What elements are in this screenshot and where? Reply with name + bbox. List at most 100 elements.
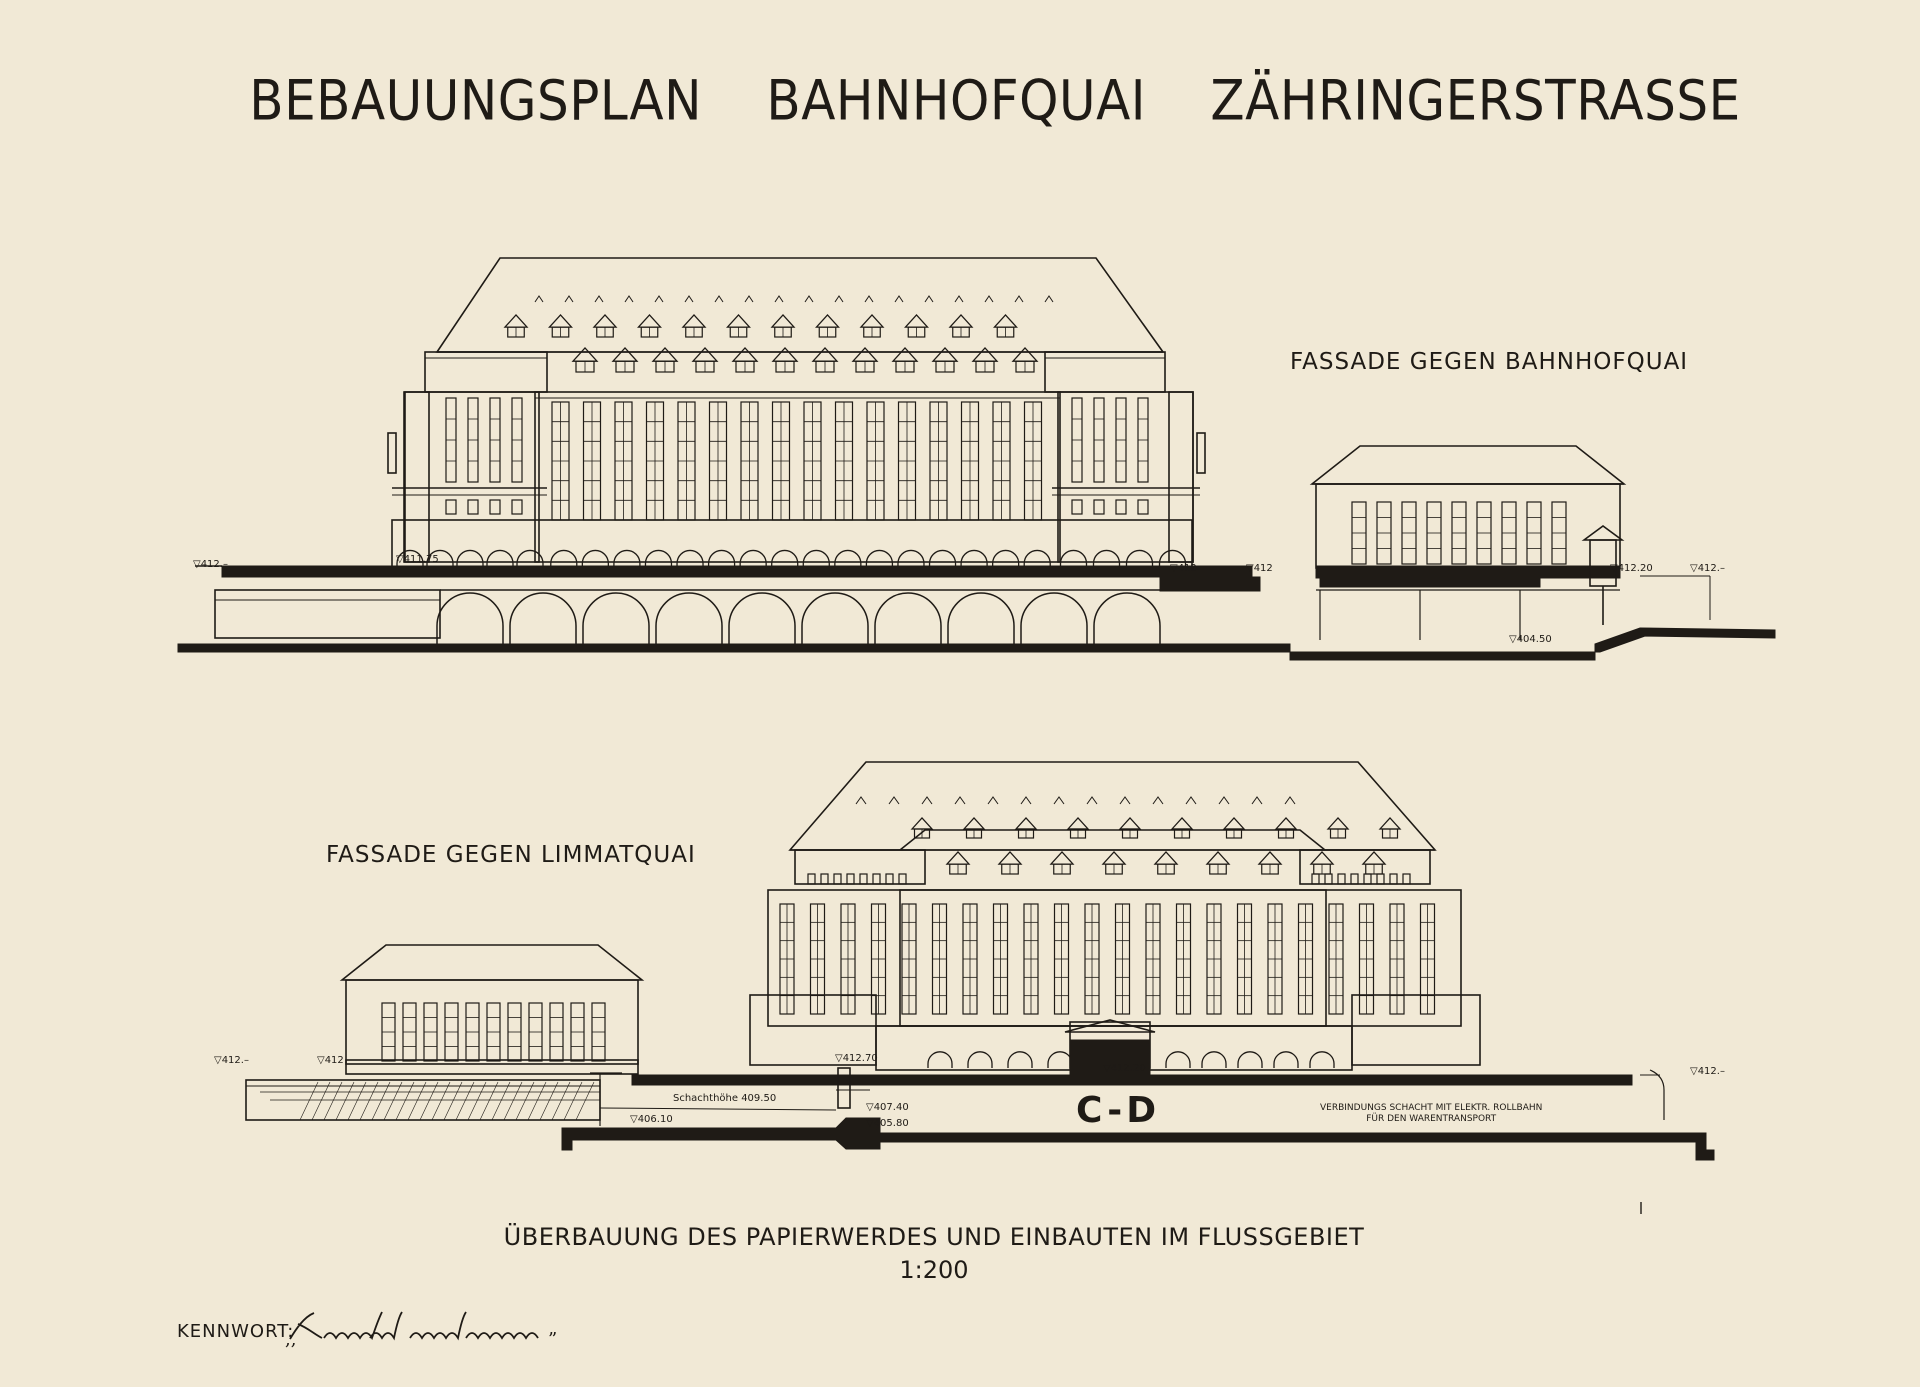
arcade-arch-2: [1273, 1051, 1299, 1068]
roof-vent: [894, 295, 904, 303]
roof-vent: [834, 295, 844, 303]
arcade-arch: [834, 549, 862, 568]
statue-left: [387, 432, 397, 474]
roof-vent: [774, 295, 784, 303]
attic-window: [820, 873, 829, 885]
roof-vent: [864, 295, 874, 303]
facade-limmatquai-label: FASSADE GEGEN LIMMATQUAI: [326, 842, 696, 868]
elevation-mark: ▽412: [317, 1055, 344, 1066]
arcade-arch: [486, 549, 514, 568]
hatch: [335, 1081, 355, 1121]
hatch: [323, 1081, 343, 1121]
svg-text:,,: ,,: [285, 1329, 296, 1350]
hatch: [527, 1081, 547, 1121]
arcade-arch: [644, 549, 673, 568]
attic-window: [898, 873, 907, 885]
bridge-arch: [509, 592, 577, 644]
roof-vent: [534, 295, 544, 303]
elevation-mark: ▽412: [1246, 563, 1273, 574]
elevation-mark: ▽412.20: [1610, 563, 1653, 574]
roof-vent: [714, 295, 724, 303]
elevation-mark: Schachthöhe 409.50: [673, 1093, 777, 1104]
roof-vent: [987, 796, 999, 805]
hatch: [347, 1081, 367, 1121]
hatch: [371, 1081, 391, 1121]
pavilion-base-2: [345, 1059, 639, 1075]
attic-window: [1337, 873, 1346, 885]
elevation-mark: ▽412.20: [1103, 1063, 1146, 1074]
hatch: [575, 1081, 595, 1121]
roof-vent: [1218, 796, 1230, 805]
roof-vent: [888, 796, 900, 805]
hatch: [515, 1081, 535, 1121]
hatch: [455, 1081, 475, 1121]
elevation-mark: ▽404.50: [1509, 634, 1552, 645]
arcade-arch: [613, 549, 641, 568]
arcade-arch: [581, 549, 609, 568]
elevation-mark: ▽412.–: [214, 1055, 249, 1066]
arcade-arch: [1125, 549, 1154, 568]
left-wing: [403, 391, 540, 563]
arcade-arch-2: [1309, 1051, 1335, 1068]
shaft-note-line1: VERBINDUNGS SCHACHT MIT ELEKTR. ROLLBAHN: [1320, 1103, 1543, 1113]
arcade-arch: [960, 549, 988, 568]
statue-right: [1196, 432, 1206, 474]
hatch: [491, 1081, 511, 1121]
roof-vent: [924, 295, 934, 303]
bridge-arch: [1020, 592, 1088, 644]
arcade-arch: [928, 549, 957, 568]
wing-window: [1093, 499, 1105, 515]
roof-vent: [1053, 796, 1065, 805]
wing-window: [511, 499, 523, 515]
hatch: [395, 1081, 415, 1121]
roof-vent: [954, 796, 966, 805]
substructure-left: [214, 589, 441, 639]
roof-vent: [855, 796, 867, 805]
roof-vent: [954, 295, 964, 303]
roof-vent: [564, 295, 574, 303]
plan-subtitle: ÜBERBAUUNG DES PAPIERWERDES UND EINBAUTE…: [503, 1223, 1365, 1251]
arcade-arch: [802, 549, 830, 568]
wing-window: [1137, 499, 1149, 515]
elevation-mark: ▽412.–: [193, 559, 228, 570]
hatch: [551, 1081, 571, 1121]
kiosk-roof: [1581, 525, 1625, 541]
arcade-arch: [771, 549, 799, 568]
roof-vent: [1152, 796, 1164, 805]
hatch: [311, 1081, 331, 1121]
attic-window: [833, 873, 842, 885]
attic-window: [807, 873, 816, 885]
roof-vent: [684, 295, 694, 303]
facade-bahnhofquai-label: FASSADE GEGEN BAHNHOFQUAI: [1290, 349, 1689, 375]
roof-vent: [594, 295, 604, 303]
elevation-mark: ▽407.40: [866, 1102, 909, 1113]
scale-label: 1:200: [899, 1256, 969, 1284]
arcade-arch-2: [1201, 1051, 1227, 1068]
plan-title: BEBAUUNGSPLAN BAHNHOFQUAI ZÄHRINGERSTRAS…: [249, 69, 1741, 133]
arcade-arch: [992, 549, 1020, 568]
roof-vent: [654, 295, 664, 303]
hatch: [539, 1081, 559, 1121]
hatch: [359, 1081, 379, 1121]
kennwort-label: KENNWORT:: [177, 1321, 295, 1342]
roof-vent: [1044, 295, 1054, 303]
elevation-mark: ▽412.–: [1690, 563, 1725, 574]
quay-curve: [1649, 1069, 1665, 1120]
ground-line-2: [599, 1107, 837, 1111]
roof-vent: [744, 295, 754, 303]
arcade-arch: [426, 549, 454, 568]
central-roof-break: [899, 829, 1326, 851]
wing-window: [1071, 499, 1083, 515]
bridge-arch: [728, 592, 796, 644]
roof-vent: [1284, 796, 1296, 805]
arcade-arch: [707, 549, 736, 568]
arcade-arch: [897, 549, 925, 568]
shaft-note: VERBINDUNGS SCHACHT MIT ELEKTR. ROLLBAHN…: [1320, 1103, 1542, 1125]
hatch: [431, 1081, 451, 1121]
hatch: [467, 1081, 487, 1121]
arcade-arch-2: [1007, 1051, 1033, 1068]
attic-window: [1402, 873, 1411, 885]
hatch: [479, 1081, 499, 1121]
roof-vent: [1251, 796, 1263, 805]
